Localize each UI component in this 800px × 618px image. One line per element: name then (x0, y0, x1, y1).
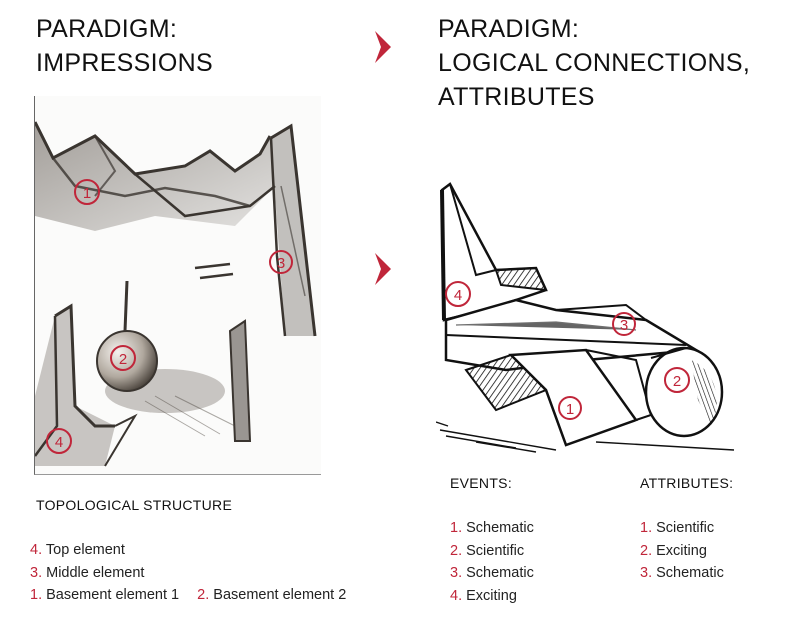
list-item: 4. Exciting (450, 585, 534, 608)
item-label: Exciting (466, 588, 517, 605)
list-item: 2. Scientific (450, 540, 534, 563)
item-label: Scientific (466, 542, 525, 559)
list-item: 4. Top element (30, 539, 346, 562)
item-label: Top element (45, 542, 125, 558)
right-title: PARADIGM: LOGICAL CONNECTIONS, ATTRIBUTE… (438, 12, 750, 114)
list-item: 1. Basement element 1 2. Basement elemen… (30, 584, 346, 607)
item-number: 3. (30, 564, 43, 581)
sketch-label: 1 (83, 185, 91, 202)
item-label: Scientific (656, 520, 715, 536)
item-number: 2. (450, 542, 463, 559)
item-label: Schematic (466, 520, 534, 536)
impressions-sketch: 1 2 3 4 (34, 96, 321, 475)
sketch-label: 3 (620, 317, 628, 334)
events-heading: EVENTS: (450, 475, 513, 491)
sketch-label: 4 (55, 434, 63, 451)
item-number: 2. (197, 587, 210, 604)
chevron-right-icon (375, 253, 391, 285)
item-label: Basement element 1 (46, 587, 180, 604)
attributes-heading: ATTRIBUTES: (640, 475, 734, 491)
left-title: PARADIGM: IMPRESSIONS (36, 12, 213, 80)
attributes-list: 1. Scientific 2. Exciting 3. Schematic (640, 517, 724, 585)
topology-list: 4. Top element 3. Middle element 1. Base… (30, 539, 346, 607)
list-item: 3. Schematic (640, 562, 724, 585)
right-title-line-1: PARADIGM: (438, 15, 580, 43)
sketch-label: 2 (119, 351, 127, 368)
events-list: 1. Schematic 2. Scientific 3. Schematic … (450, 517, 534, 608)
sketch-label: 1 (566, 401, 574, 418)
item-number: 1. (30, 587, 43, 604)
right-title-line-3: ATTRIBUTES (438, 83, 595, 111)
item-label: Schematic (656, 565, 724, 582)
list-item: 2. Exciting (640, 540, 724, 563)
sketch-label: 3 (277, 255, 285, 272)
item-number: 4. (450, 588, 463, 605)
item-number: 1. (640, 520, 653, 536)
logical-connections-sketch: 1 2 3 4 (436, 160, 736, 458)
item-number: 4. (30, 542, 43, 558)
list-item: 1. Schematic (450, 517, 534, 540)
item-label: Basement element 2 (213, 587, 347, 604)
item-number: 2. (640, 542, 653, 559)
left-title-line-2: IMPRESSIONS (36, 49, 213, 77)
item-number: 3. (450, 565, 463, 582)
item-label: Exciting (656, 542, 707, 559)
item-label: Schematic (466, 565, 534, 582)
item-number: 3. (640, 565, 653, 582)
item-label: Middle element (46, 564, 145, 581)
sketch-label: 2 (673, 373, 681, 390)
left-title-line-1: PARADIGM: (36, 15, 178, 43)
item-number: 1. (450, 520, 463, 536)
topological-structure-heading: TOPOLOGICAL STRUCTURE (36, 497, 233, 513)
right-title-line-2: LOGICAL CONNECTIONS, (438, 49, 751, 77)
list-item: 3. Schematic (450, 562, 534, 585)
sketch-label: 4 (454, 287, 462, 304)
list-item: 1. Scientific (640, 517, 724, 540)
list-item: 3. Middle element (30, 562, 346, 585)
chevron-right-icon (375, 31, 391, 63)
